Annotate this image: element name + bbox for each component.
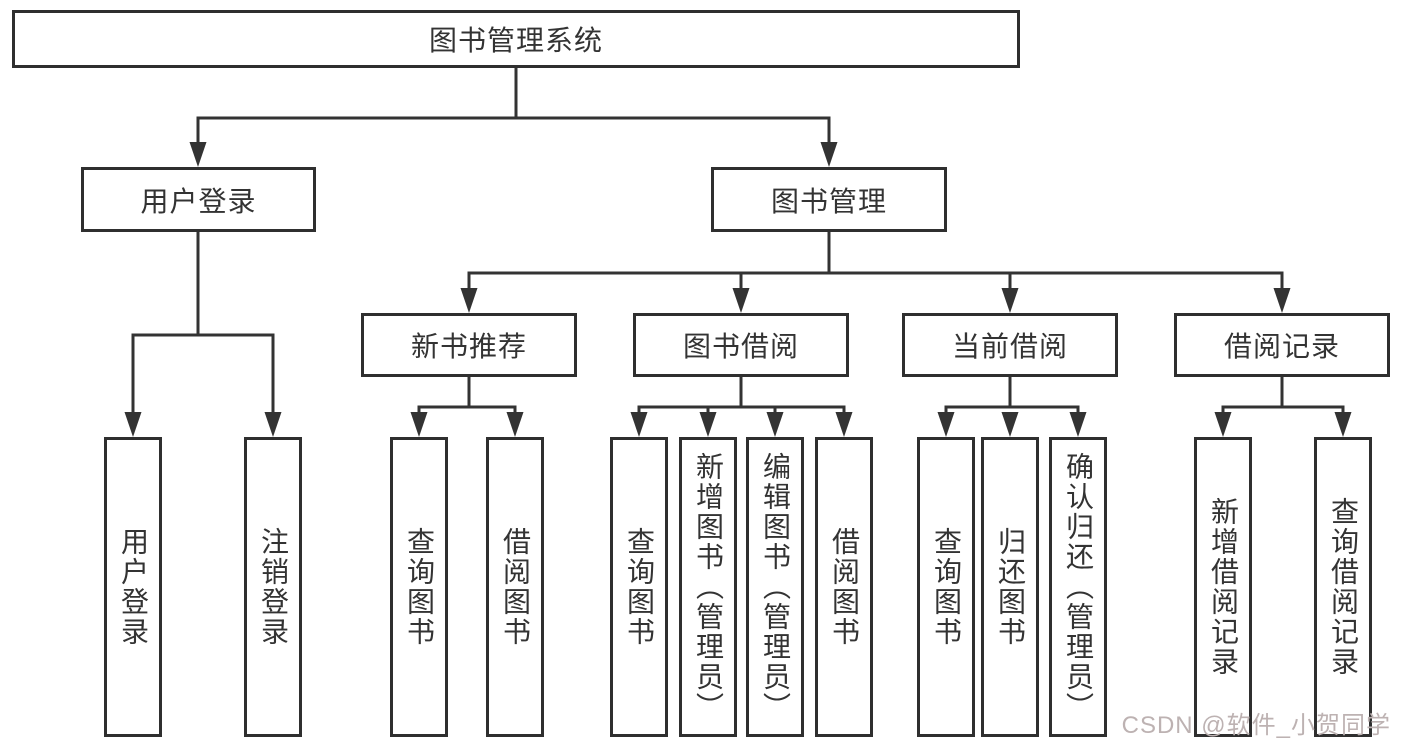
leaf-query-books-current-label: 查询图书 xyxy=(931,527,962,647)
leaf-confirm-return-admin-label: 确认归还（管理员） xyxy=(1063,452,1094,722)
node-borrow-record-label: 借阅记录 xyxy=(1223,331,1340,362)
node-book-management: 图书管理 xyxy=(711,167,947,232)
node-user-login-label: 用户登录 xyxy=(140,185,257,217)
leaf-add-borrow-record-label: 新增借阅记录 xyxy=(1208,497,1239,677)
edge-newbook-to-leaves xyxy=(417,375,517,419)
leaf-borrow-books-recommend: 借阅图书 xyxy=(486,437,544,737)
node-book-management-label: 图书管理 xyxy=(770,185,887,217)
leaf-query-books-borrow-label: 查询图书 xyxy=(624,527,655,647)
node-new-book-recommend: 新书推荐 xyxy=(361,313,577,377)
node-book-borrow: 图书借阅 xyxy=(633,313,849,377)
leaf-borrow-books-label: 借阅图书 xyxy=(829,527,860,647)
node-root-label: 图书管理系统 xyxy=(428,25,603,56)
node-user-login: 用户登录 xyxy=(81,167,316,232)
edge-bookborrow-to-leaves xyxy=(637,375,846,419)
leaf-logout: 注销登录 xyxy=(244,437,302,737)
edge-currentborrow-to-leaves xyxy=(944,375,1080,419)
edge-root-to-level2 xyxy=(196,66,831,149)
arrowheads xyxy=(124,142,1352,437)
leaf-edit-books-admin-label: 编辑图书（管理员） xyxy=(760,452,791,722)
edge-bookmgmt-to-level3 xyxy=(467,230,1284,294)
leaf-return-books: 归还图书 xyxy=(981,437,1039,737)
leaf-query-books-current: 查询图书 xyxy=(917,437,975,737)
leaf-query-borrow-record-label: 查询借阅记录 xyxy=(1328,497,1359,677)
leaf-query-books-recommend-label: 查询图书 xyxy=(404,527,435,647)
leaf-query-books-recommend: 查询图书 xyxy=(390,437,448,737)
leaf-return-books-label: 归还图书 xyxy=(995,527,1026,647)
edge-userlogin-to-leaves xyxy=(131,230,275,419)
node-current-borrow: 当前借阅 xyxy=(902,313,1118,377)
node-borrow-record: 借阅记录 xyxy=(1174,313,1390,377)
tree-edges xyxy=(131,66,1345,419)
leaf-edit-books-admin: 编辑图书（管理员） xyxy=(746,437,804,737)
leaf-logout-label: 注销登录 xyxy=(258,527,289,647)
leaf-confirm-return-admin: 确认归还（管理员） xyxy=(1049,437,1107,737)
node-book-borrow-label: 图书借阅 xyxy=(682,331,799,362)
leaf-user-login: 用户登录 xyxy=(104,437,162,737)
edge-borrowrecord-to-leaves xyxy=(1221,375,1345,419)
node-root-system: 图书管理系统 xyxy=(12,10,1020,68)
leaf-query-books-borrow: 查询图书 xyxy=(610,437,668,737)
node-new-book-recommend-label: 新书推荐 xyxy=(410,331,527,362)
leaf-borrow-books-recommend-label: 借阅图书 xyxy=(500,527,531,647)
leaf-borrow-books: 借阅图书 xyxy=(815,437,873,737)
leaf-add-books-admin: 新增图书（管理员） xyxy=(679,437,737,737)
leaf-add-books-admin-label: 新增图书（管理员） xyxy=(693,452,724,722)
leaf-query-borrow-record: 查询借阅记录 xyxy=(1314,437,1372,737)
node-current-borrow-label: 当前借阅 xyxy=(951,331,1068,362)
watermark: CSDN @软件_小贺同学 xyxy=(1121,712,1391,739)
leaf-user-login-label: 用户登录 xyxy=(118,527,149,647)
leaf-add-borrow-record: 新增借阅记录 xyxy=(1194,437,1252,737)
